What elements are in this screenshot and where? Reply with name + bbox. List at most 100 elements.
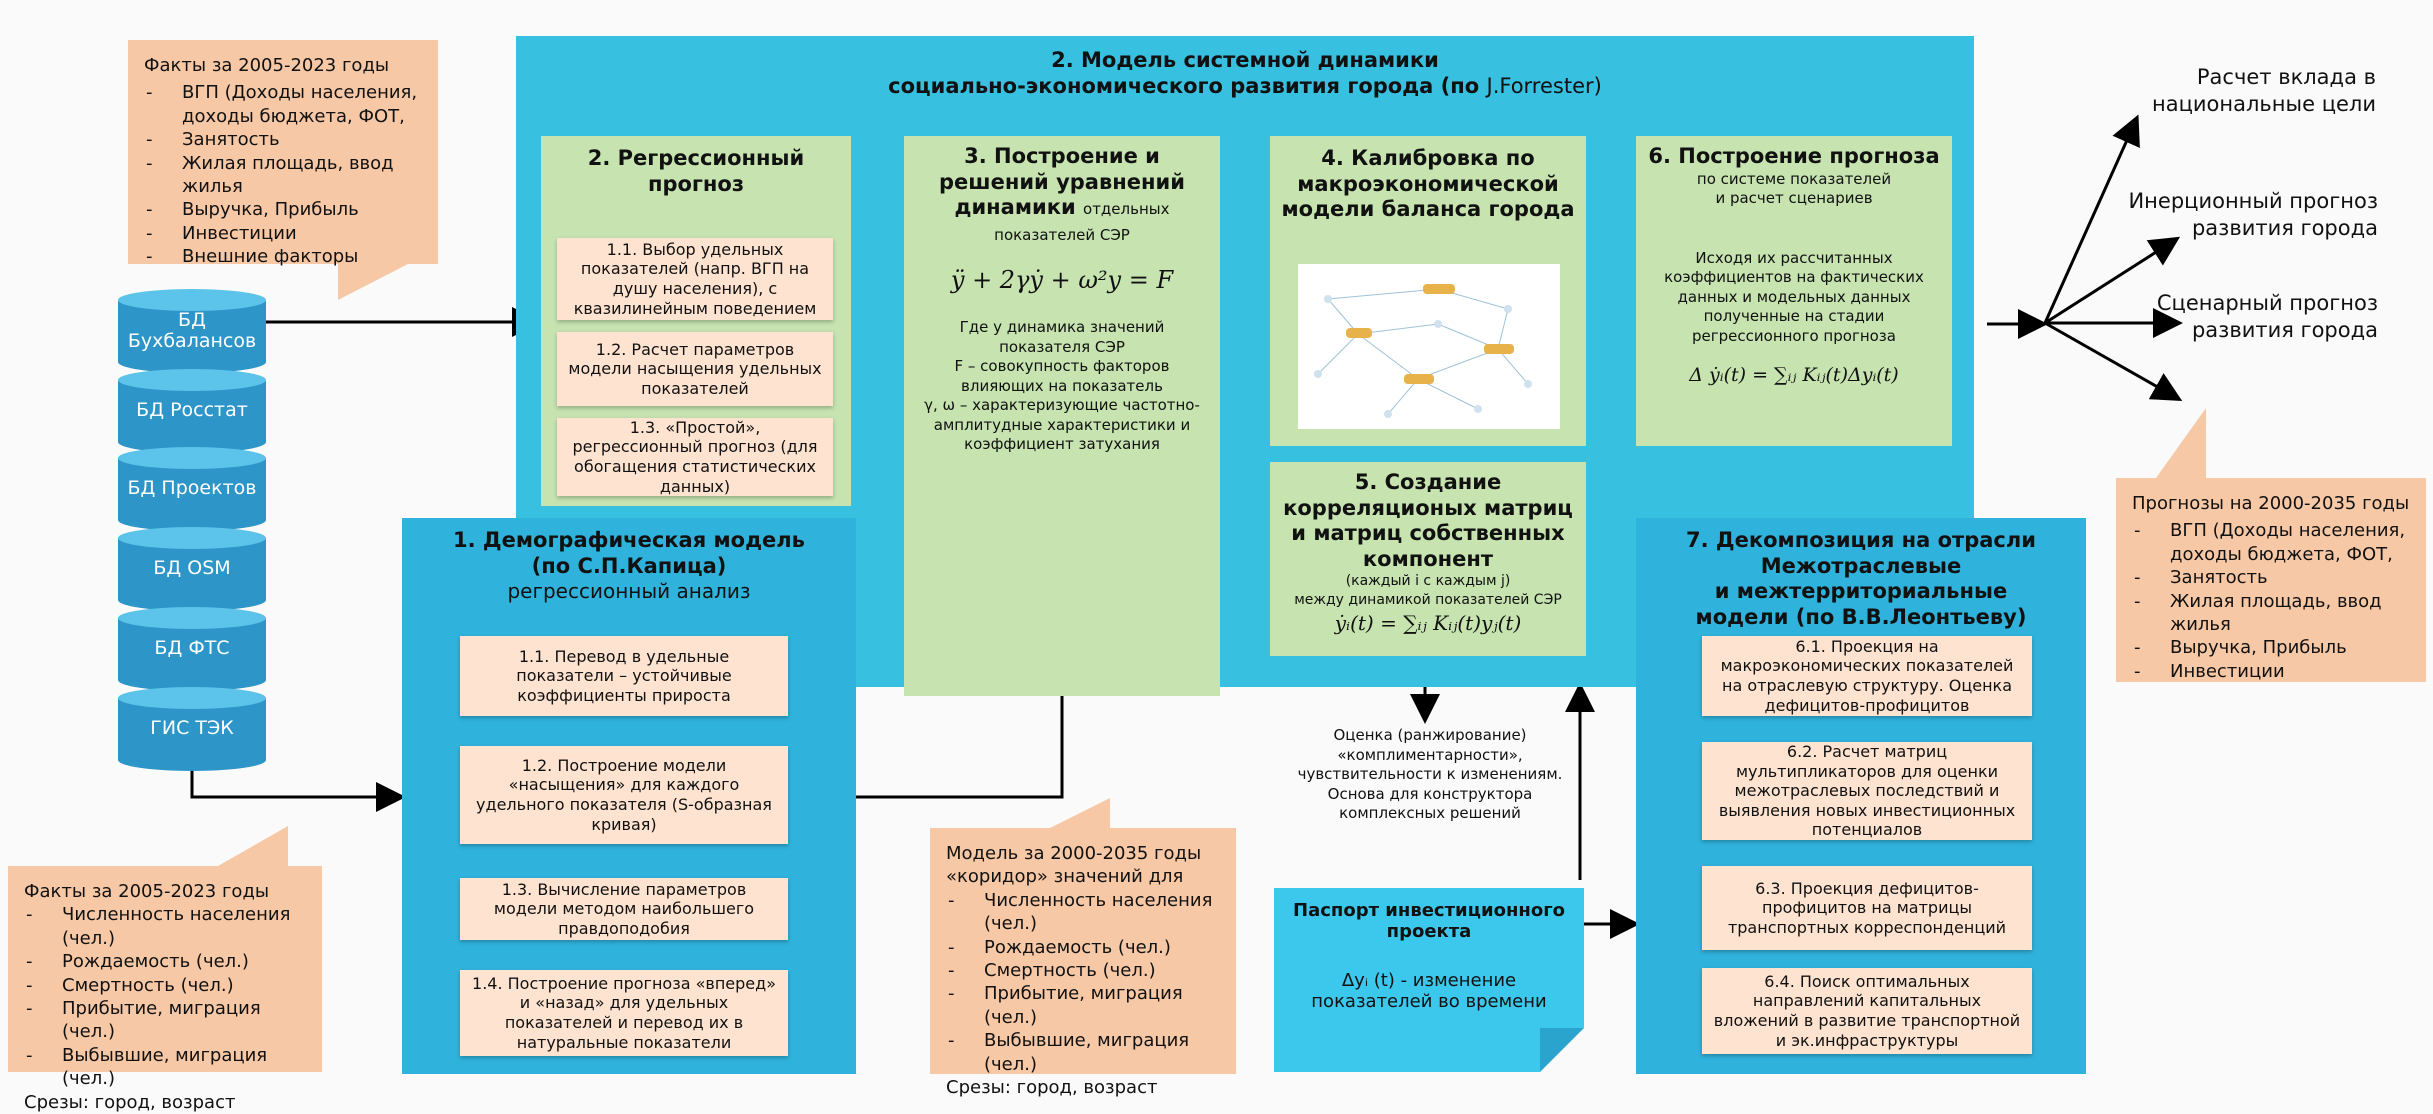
facts-top-callout: Факты за 2005-2023 годы ВГП (Доходы насе… [128, 40, 438, 300]
db-label: БД Проектов [127, 477, 257, 500]
correlation-formula: ẏᵢ(t) = ∑ᵢⱼ Kᵢⱼ(t)yⱼ(t) [1334, 610, 1522, 635]
calibration-box: 4. Калибровка по макроэкономической моде… [1270, 136, 1586, 446]
forecast-subtitle: по системе показателей и расчет сценарие… [1696, 169, 1892, 208]
facts-top-list: ВГП (Доходы населения, доходы бюджета, Ф… [144, 81, 422, 269]
model-corridor-item: Рождаемость (чел.) [948, 936, 1220, 960]
db-label: БД OSM [153, 557, 231, 580]
db-label: ГИС ТЭК [150, 717, 234, 740]
db-cylinder: БД OSM [118, 527, 266, 611]
demography-item-2: 1.2. Построение модели «насыщения» для к… [460, 746, 788, 844]
regression-item-3: 1.3. «Простой», регрессионный прогноз (д… [557, 418, 833, 496]
facts-top-item: Занятость [146, 128, 422, 152]
decomposition-item-4: 6.4. Поиск оптимальных направлений капит… [1702, 968, 2032, 1054]
forecasts-right-title: Прогнозы на 2000-2035 годы [2132, 493, 2410, 514]
forecasts-right-item: Занятость [2134, 566, 2410, 590]
correlation-box: 5. Создание корреляционых матриц и матри… [1270, 462, 1586, 656]
equations-title-tail: отдельных показателей СЭР [994, 200, 1170, 244]
passport-description: Δyᵢ (t) - изменение показателей во време… [1311, 970, 1547, 1012]
model-corridor-callout: Модель за 2000-2035 годы «коридор» значе… [930, 798, 1236, 1098]
forecast-box: 6. Построение прогноза по системе показа… [1636, 136, 1952, 446]
db-cylinder: БД Росстат [118, 369, 266, 453]
forecasts-right-list: ВГП (Доходы населения, доходы бюджета, Ф… [2132, 519, 2410, 683]
db-cylinder: ГИС ТЭК [118, 687, 266, 771]
forecasts-right-item: Выручка, Прибыль [2134, 636, 2410, 660]
demography-subtitle: регрессионный анализ [507, 579, 751, 604]
callout-tail [338, 264, 408, 300]
balance-model-thumbnail [1298, 264, 1560, 429]
regression-title: 2. Регрессионный прогноз [587, 146, 805, 196]
db-cylinder: БД Бухбалансов [118, 289, 266, 373]
forecasts-right-callout: Прогнозы на 2000-2035 годы ВГП (Доходы н… [2116, 408, 2426, 684]
facts-top-item: Инвестиции [146, 222, 422, 246]
equations-title: 3. Построение и решений уравнений динами… [912, 144, 1212, 246]
model-corridor-item: Численность населения (чел.) [948, 889, 1220, 936]
forecast-formula: Δ ẏᵢ(t) = ∑ᵢⱼ Kᵢⱼ(t)Δyᵢ(t) [1689, 364, 1899, 387]
model-corridor-item: Прибытие, миграция (чел.) [948, 982, 1220, 1029]
passport-title: Паспорт инвестиционного проекта [1293, 900, 1565, 942]
correlation-title: 5. Создание корреляционых матриц и матри… [1283, 470, 1573, 571]
facts-top-item: Выручка, Прибыль [146, 198, 422, 222]
db-label: БД ФТС [154, 637, 230, 660]
assessment-text: Оценка (ранжирование) «комплиментарности… [1297, 726, 1563, 822]
callout-tail [2156, 408, 2206, 478]
decomposition-item-2: 6.2. Расчет матриц мультипликаторов для … [1702, 742, 2032, 840]
output-scenario-forecast: Сценарный прогноз развития города [2156, 291, 2378, 343]
forecasts-right-item: ВГП (Доходы населения, доходы бюджета, Ф… [2134, 519, 2410, 566]
demography-item-1: 1.1. Перевод в удельные показатели – уст… [460, 636, 788, 716]
callout-tail [218, 826, 288, 866]
decomposition-item-3: 6.3. Проекция дефицитов-профицитов на ма… [1702, 866, 2032, 950]
db-label: БД Бухбалансов [127, 308, 257, 352]
db-label: БД Росстат [136, 399, 248, 422]
regression-item-1: 1.1. Выбор удельных показателей (напр. В… [557, 238, 833, 320]
model-title-line2: социально-экономического развития города… [516, 74, 1974, 100]
model-corridor-item: Выбывшие, миграция (чел.) [948, 1029, 1220, 1076]
dynamics-equations-box: 3. Построение и решений уравнений динами… [904, 136, 1220, 696]
model-corridor-footer: Срезы: город, возраст [946, 1076, 1158, 1098]
facts-top-item: Внешние факторы [146, 245, 422, 269]
model-title-author: J.Forrester) [1486, 73, 1602, 98]
forecasts-right-item: Жилая площадь, ввод жилья [2134, 590, 2410, 637]
model-title-line1: 2. Модель системной динамики [1051, 48, 1439, 72]
demography-item-4: 1.4. Построение прогноза «вперед» и «наз… [460, 970, 788, 1056]
facts-top-item: ВГП (Доходы населения, доходы бюджета, Ф… [146, 81, 422, 128]
demography-title: 1. Демографическая модель (по С.П.Капица… [453, 528, 805, 578]
output-national-goals: Расчет вклада в национальные цели [2152, 65, 2376, 117]
facts-bottom-item: Прибытие, миграция (чел.) [26, 997, 306, 1044]
facts-bottom-list: Численность населения (чел.) Рождаемость… [24, 903, 306, 1090]
facts-bottom-item: Смертность (чел.) [26, 974, 306, 998]
forecast-title: 6. Построение прогноза [1648, 144, 1940, 168]
callout-tail [1050, 798, 1110, 828]
correlation-subtitle: (каждый i с каждым j) между динамикой по… [1294, 573, 1562, 608]
facts-bottom-callout: Факты за 2005-2023 годы Численность насе… [8, 826, 322, 1113]
facts-bottom-item: Рождаемость (чел.) [26, 950, 306, 974]
model-corridor-title: Модель за 2000-2035 годы «коридор» значе… [946, 843, 1202, 888]
facts-bottom-item: Численность населения (чел.) [26, 903, 306, 950]
investment-passport-box: Паспорт инвестиционного проекта Δyᵢ (t) … [1274, 888, 1584, 1072]
page-fold-corner [1540, 1028, 1584, 1072]
forecast-description: Исходя их рассчитанных коэффициентов на … [1664, 248, 1924, 345]
forecasts-right-item: Инвестиции [2134, 660, 2410, 684]
calibration-title: 4. Калибровка по макроэкономической моде… [1281, 146, 1575, 222]
model-corridor-item: Смертность (чел.) [948, 959, 1220, 983]
demographic-model-box: 1. Демографическая модель (по С.П.Капица… [402, 518, 856, 1074]
regression-forecast-box: 2. Регрессионный прогноз 1.1. Выбор удел… [541, 136, 851, 506]
facts-bottom-footer: Срезы: город, возраст [24, 1091, 236, 1113]
facts-bottom-title: Факты за 2005-2023 годы [24, 881, 270, 902]
output-inertial-forecast: Инерционный прогноз развития города [2128, 189, 2378, 241]
db-cylinder: БД ФТС [118, 607, 266, 691]
facts-top-item: Жилая площадь, ввод жилья [146, 152, 422, 199]
regression-item-2: 1.2. Расчет параметров модели насыщения … [557, 332, 833, 406]
facts-bottom-item: Выбывшие, миграция (чел.) [26, 1044, 306, 1091]
equations-description: Где y динамика значений показателя СЭР F… [924, 318, 1200, 454]
model-title: 2. Модель системной динамики социально-э… [516, 48, 1974, 99]
facts-top-title: Факты за 2005-2023 годы [144, 55, 390, 76]
db-cylinder: БД Проектов [118, 447, 266, 531]
decomposition-title: 7. Декомпозиция на отрасли Межотраслевые… [1686, 528, 2036, 629]
equations-title-text: 3. Построение и решений уравнений динами… [939, 144, 1185, 220]
demography-item-3: 1.3. Вычисление параметров модели методо… [460, 878, 788, 940]
decomposition-box: 7. Декомпозиция на отрасли Межотраслевые… [1636, 518, 2086, 1074]
model-corridor-list: Численность населения (чел.) Рождаемость… [946, 889, 1220, 1076]
model-title-line2-text: социально-экономического развития города… [888, 73, 1487, 98]
equations-formula: ÿ + 2γẏ + ω²y = F [950, 266, 1174, 295]
decomposition-item-1: 6.1. Проекция на макроэкономических пока… [1702, 636, 2032, 716]
